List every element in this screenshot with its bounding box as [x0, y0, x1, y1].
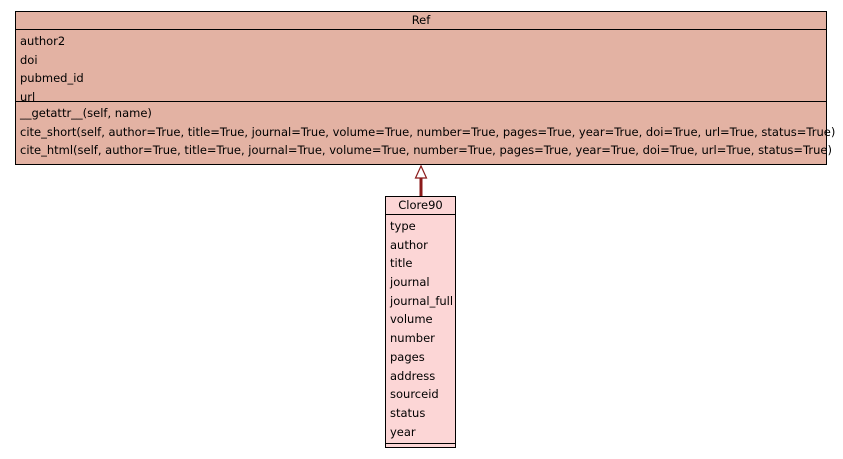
clore90-methods — [386, 444, 455, 449]
clore90-attribute: sourceid — [390, 387, 439, 402]
clore90-class-box[interactable]: Clore90 type author title journal journa… — [385, 196, 456, 448]
ref-method: cite_html(self, author=True, title=True,… — [20, 143, 832, 158]
clore90-attribute: address — [390, 368, 436, 383]
clore90-attribute: pages — [390, 349, 425, 364]
clore90-class-title: Clore90 — [386, 197, 455, 215]
ref-attribute: url — [20, 90, 36, 105]
clore90-attribute: journal — [390, 275, 430, 290]
ref-attributes: author2 doi pubmed_id url — [16, 30, 826, 104]
ref-attribute: doi — [20, 52, 38, 67]
ref-methods: __getattr__(self, name) cite_short(self,… — [16, 102, 836, 163]
ref-attribute: author2 — [20, 34, 66, 48]
ref-attribute: pubmed_id — [20, 71, 84, 86]
clore90-attribute: year — [390, 424, 416, 439]
ref-method: __getattr__(self, name) — [20, 106, 152, 120]
clore90-attribute: title — [390, 256, 413, 271]
clore90-attribute: journal_full — [390, 293, 454, 308]
ref-class-box[interactable]: Ref author2 doi pubmed_id url __getattr_… — [15, 11, 836, 165]
clore90-attribute: author — [390, 237, 428, 252]
clore90-attribute: status — [390, 405, 426, 420]
clore90-attribute: number — [390, 331, 435, 346]
ref-method: cite_short(self, author=True, title=True… — [20, 124, 836, 139]
ref-class-title: Ref — [16, 12, 826, 30]
inheritance-arrowhead — [414, 164, 428, 179]
clore90-attribute: type — [390, 219, 416, 233]
clore90-attributes: type author title journal journal_full v… — [386, 215, 455, 444]
clore90-attribute: volume — [390, 312, 433, 327]
